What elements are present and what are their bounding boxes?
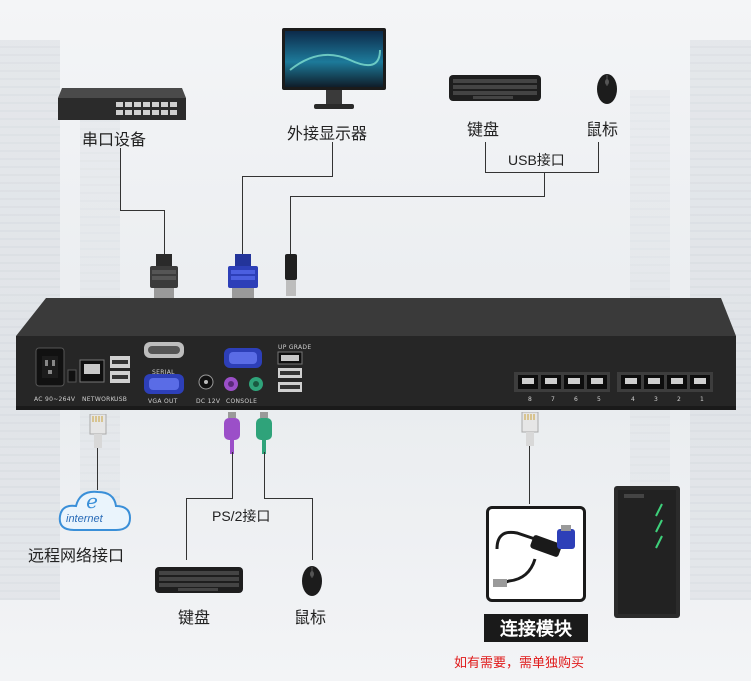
purchase-note: 如有需要，需单独购买: [454, 655, 585, 670]
remote-network-label: 远程网络接口: [28, 548, 125, 565]
port-number-6: 6: [574, 396, 578, 403]
mouse-icon-bottom: [302, 566, 322, 596]
monitor-icon: [282, 28, 386, 109]
port-number-3: 3: [654, 396, 658, 403]
wire-monitor-to-vga: [242, 176, 243, 256]
module-image-box: [486, 506, 586, 602]
port-number-4: 4: [631, 396, 635, 403]
wire-ps2-to-keyboard: [186, 498, 187, 560]
keyboard-bottom-label: 键盘: [178, 610, 211, 627]
wire-monitor-down: [332, 142, 333, 176]
wire-ps2-ms-down: [264, 452, 265, 498]
wire-network-to-cloud: [97, 448, 98, 490]
ps2-plug-keyboard: [224, 412, 240, 454]
network-label: NETWORK: [82, 396, 115, 403]
mouse-icon-top: [597, 74, 617, 104]
serial-db9-plug: [150, 254, 178, 298]
port-number-2: 2: [677, 396, 681, 403]
port-number-8: 8: [528, 396, 532, 403]
svg-text:e: e: [86, 489, 98, 513]
wire-port-to-module: [529, 446, 530, 504]
port-number-7: 7: [551, 396, 555, 403]
dc-label: DC 12V: [196, 398, 221, 405]
console-label: CONSOLE: [226, 398, 258, 405]
external-monitor-label: 外接显示器: [287, 126, 368, 143]
usb-port-label: USB接口: [508, 152, 565, 168]
vga-out-label: VGA OUT: [148, 398, 178, 405]
wire-usb-horizontal: [290, 196, 545, 197]
keyboard-top-label: 键盘: [467, 122, 500, 139]
usb-plug-top: [285, 254, 297, 296]
keyboard-icon-bottom: [155, 567, 243, 593]
serial-device-switch: [58, 88, 186, 120]
port-number-1: 1: [700, 396, 704, 403]
wire-usb-bar: [485, 172, 599, 173]
wire-monitor-horizontal: [242, 176, 333, 177]
wire-keyboard-usb: [485, 142, 486, 172]
mouse-top-label: 鼠标: [586, 122, 619, 139]
wire-mouse-usb: [598, 142, 599, 172]
mouse-bottom-label: 鼠标: [294, 610, 327, 627]
wire-serial-horizontal: [120, 210, 164, 211]
wire-ps2-kb-down: [232, 452, 233, 498]
connect-module-badge: 连接模块: [484, 614, 588, 642]
wire-ps2-kb-horizontal: [186, 498, 233, 499]
rj45-plug-network: [89, 414, 107, 448]
ps2-port-label: PS/2接口: [212, 508, 271, 524]
serial-device-label: 串口设备: [82, 132, 147, 149]
rj45-plug-module: [521, 412, 539, 446]
wire-ps2-ms-horizontal: [264, 498, 312, 499]
internet-cloud-icon: e: [58, 489, 132, 531]
pc-tower-icon: [614, 486, 680, 618]
vga-plug: [228, 254, 258, 298]
wire-usb-down: [544, 172, 545, 196]
wire-usb-to-plug: [290, 196, 291, 256]
wire-ps2-to-mouse: [312, 498, 313, 560]
wire-serial-down: [120, 148, 121, 210]
upgrade-label: UP GRADE: [278, 344, 312, 351]
port-number-5: 5: [597, 396, 601, 403]
serial-label: SERIAL: [152, 369, 175, 376]
usb-label: USB: [114, 396, 128, 403]
kvm-chassis: [16, 298, 736, 410]
internet-label: internet: [66, 513, 103, 525]
kvm-module-cable-icon: [493, 525, 575, 587]
wire-serial-to-plug: [164, 210, 165, 256]
keyboard-icon-top: [449, 75, 541, 101]
ps2-plug-mouse: [256, 412, 272, 454]
power-label: AC 90~264V: [34, 396, 76, 403]
